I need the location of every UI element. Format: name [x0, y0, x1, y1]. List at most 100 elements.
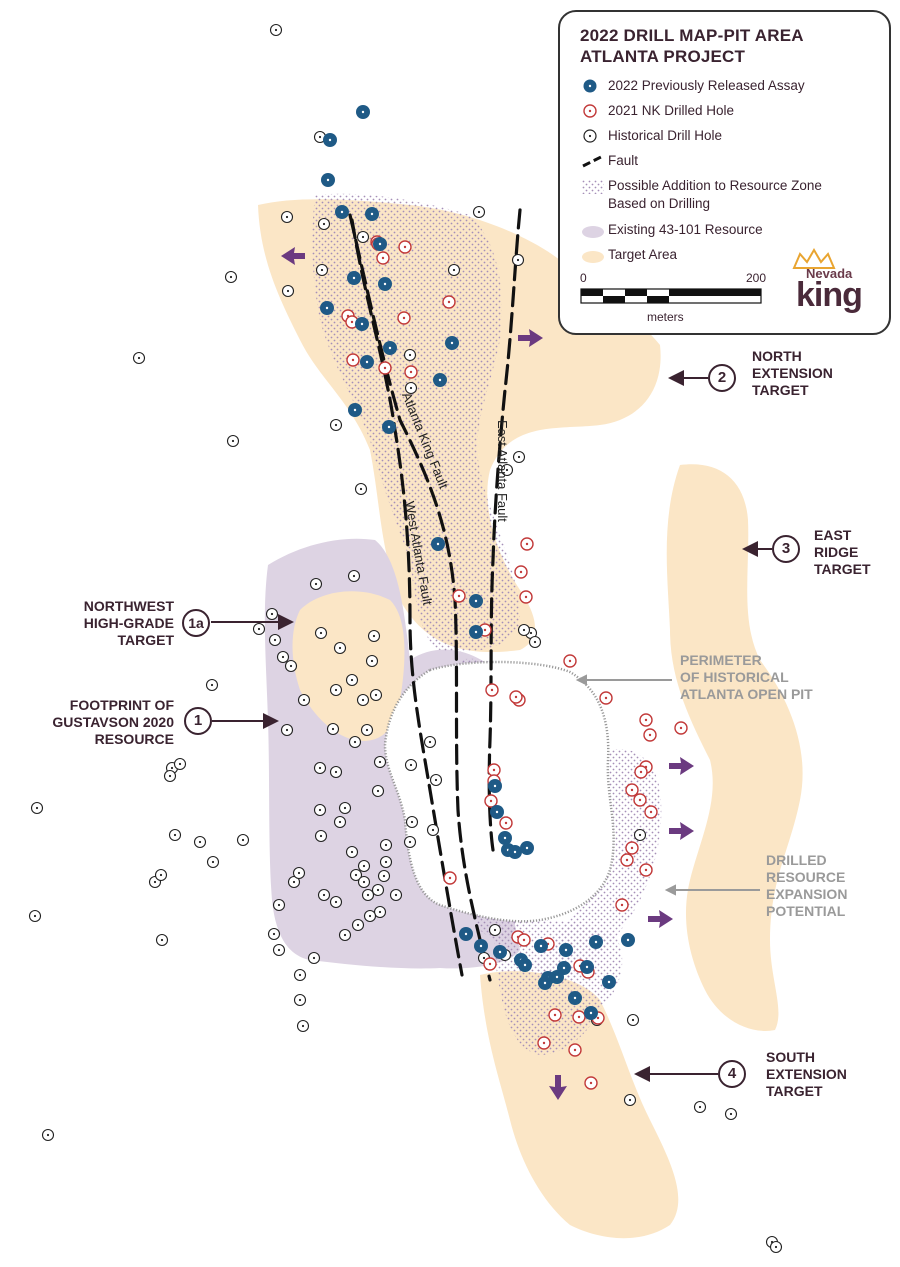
historical-hole	[363, 909, 377, 923]
callout-number-3: 3	[772, 535, 800, 563]
historical-hole	[293, 993, 307, 1007]
historical-hole	[348, 735, 362, 749]
nk-hole	[517, 933, 531, 947]
legend-addition-label-line2: Based on Drilling	[608, 196, 711, 211]
historical-hole	[226, 434, 240, 448]
callout-footprint-line2: GUSTAVSON 2020	[52, 714, 174, 730]
scale-max-label: 200	[746, 271, 767, 285]
nk-hole	[378, 361, 392, 375]
historical-hole	[389, 888, 403, 902]
assay-hole	[433, 373, 447, 387]
historical-hole	[345, 845, 359, 859]
historical-hole	[30, 801, 44, 815]
assay-hole	[382, 420, 396, 434]
assay-hole	[602, 975, 616, 989]
assay-hole	[518, 958, 532, 972]
legend-nk-label: 2021 NK Drilled Hole	[608, 103, 735, 118]
nk-hole	[620, 853, 634, 867]
legend-addition-label: Possible Addition to Resource Zone	[608, 178, 822, 193]
historical-hole	[41, 1128, 55, 1142]
historical-hole	[315, 263, 329, 277]
historical-hole	[371, 883, 385, 897]
callout-leaders	[211, 370, 772, 1082]
historical-hole	[626, 1013, 640, 1027]
historical-hole	[447, 263, 461, 277]
historical-hole	[293, 968, 307, 982]
previously-released-assays	[320, 105, 635, 1020]
nk-hole	[639, 863, 653, 877]
nk-hole	[633, 793, 647, 807]
nk-hole	[674, 721, 688, 735]
nk-hole	[397, 311, 411, 325]
callout-drilled-line1: DRILLED	[766, 852, 827, 868]
red-ring-icon	[583, 104, 597, 118]
historical-hole	[284, 659, 298, 673]
historical-hole	[252, 622, 266, 636]
historical-hole	[633, 828, 647, 842]
historical-hole	[423, 735, 437, 749]
historical-hole	[317, 217, 331, 231]
nk-hole	[568, 1043, 582, 1057]
grey-leaders	[575, 674, 760, 896]
historical-hole	[173, 757, 187, 771]
assay-hole	[320, 301, 334, 315]
arrow-northeast	[518, 329, 543, 347]
historical-hole	[329, 683, 343, 697]
assay-hole	[360, 355, 374, 369]
nk-hole	[643, 728, 657, 742]
historical-hole	[349, 868, 363, 882]
arrow-northwest	[281, 247, 305, 265]
callout-north-line3: TARGET	[752, 382, 809, 398]
historical-hole	[511, 253, 525, 267]
assay-hole	[498, 831, 512, 845]
callout-north-line2: EXTENSION	[752, 365, 833, 381]
callout-drilled-line4: POTENTIAL	[766, 903, 846, 919]
assay-hole	[584, 1006, 598, 1020]
historical-hole	[356, 693, 370, 707]
historical-hole	[206, 855, 220, 869]
nk-hole	[548, 1008, 562, 1022]
callout-drilled-expansion: DRILLED RESOURCE EXPANSION POTENTIAL	[766, 852, 847, 920]
west-atlanta-fault	[350, 218, 464, 977]
nk-hole	[509, 690, 523, 704]
assay-hole	[431, 537, 445, 551]
nk-hole	[537, 1036, 551, 1050]
historical-hole	[317, 888, 331, 902]
historical-hole	[132, 351, 146, 365]
legend-resource-label: Existing 43-101 Resource	[608, 222, 763, 237]
historical-hole	[287, 875, 301, 889]
historical-hole	[276, 650, 290, 664]
callout-south-line2: EXTENSION	[766, 1066, 847, 1082]
historical-hole	[269, 23, 283, 37]
historical-hole	[314, 626, 328, 640]
map-legend: 2022 DRILL MAP-PIT AREA ATLANTA PROJECT …	[558, 10, 891, 335]
historical-hole	[193, 835, 207, 849]
callout-drilled-line2: RESOURCE	[766, 869, 846, 885]
legend-historical-label: Historical Drill Hole	[608, 128, 723, 143]
assay-hole	[373, 237, 387, 251]
leader-perimeter-head	[575, 674, 587, 686]
arrow-east-3	[648, 910, 673, 928]
callout-number-4: 4	[718, 1060, 746, 1088]
historical-hole	[403, 348, 417, 362]
historical-hole	[693, 1100, 707, 1114]
assay-hole	[568, 991, 582, 1005]
historical-hole	[272, 898, 286, 912]
assay-hole	[508, 845, 522, 859]
historical-hole	[426, 823, 440, 837]
historical-hole	[296, 1019, 310, 1033]
historical-hole	[361, 888, 375, 902]
callout-east-line1: EAST	[814, 527, 852, 543]
nk-hole	[634, 765, 648, 779]
legend-assay-label: 2022 Previously Released Assay	[608, 78, 805, 93]
historical-hole	[236, 833, 250, 847]
historical-hole	[371, 784, 385, 798]
historical-hole	[488, 923, 502, 937]
callout-east-line2: RIDGE	[814, 544, 859, 560]
black-ring-icon	[583, 129, 597, 143]
historical-hole	[281, 284, 295, 298]
scale-min-label: 0	[580, 271, 587, 285]
nk-hole	[484, 794, 498, 808]
east-atlanta-fault	[487, 208, 522, 852]
callout-perimeter: PERIMETER OF HISTORICAL ATLANTA OPEN PIT	[680, 652, 813, 703]
